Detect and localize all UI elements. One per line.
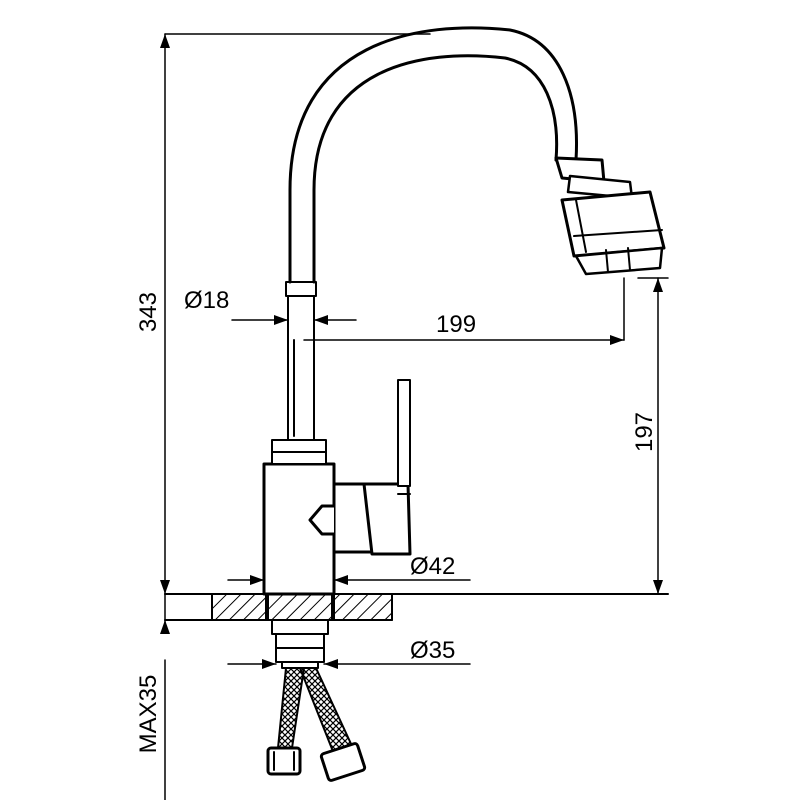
mounting-shank <box>271 619 329 669</box>
countertop <box>164 593 669 621</box>
label-max-countertop: MAX35 <box>135 675 162 754</box>
spout-pipe <box>285 26 578 441</box>
label-spout-height: 197 <box>631 412 658 452</box>
dimension-lines <box>164 33 669 800</box>
label-total-height: 343 <box>135 292 162 332</box>
label-hose-diameter: Ø18 <box>184 287 229 314</box>
supply-hose-left <box>266 667 305 776</box>
label-spout-reach: 199 <box>436 311 476 338</box>
label-shank-diameter: Ø35 <box>410 637 455 664</box>
dimension-arrows <box>160 34 663 669</box>
faucet-lever <box>308 379 412 556</box>
supply-hose-right <box>299 667 367 782</box>
spray-head <box>554 156 666 276</box>
label-body-diameter: Ø42 <box>410 553 455 580</box>
